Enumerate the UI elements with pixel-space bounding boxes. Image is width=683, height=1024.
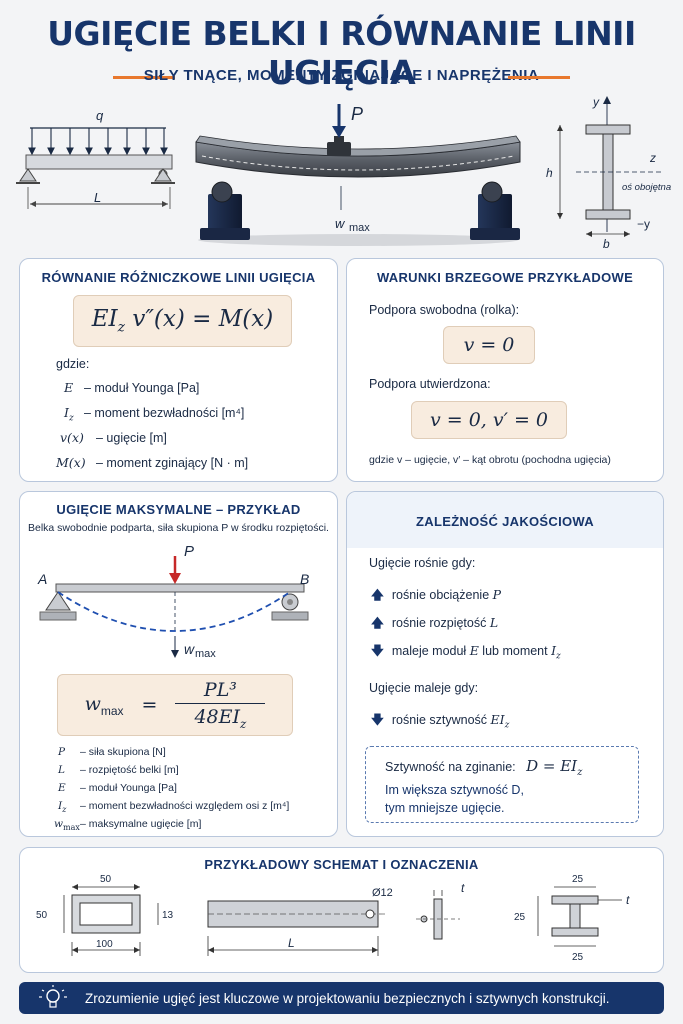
support-B: B <box>300 571 309 587</box>
stiffness-box <box>365 746 639 823</box>
arrow-up-icon: 🡅 <box>371 588 384 602</box>
h-label: h <box>546 166 553 180</box>
panel-max-deflection: UGIĘCIE MAKSYMALNE – PRZYKŁAD Belka swob… <box>19 491 338 837</box>
grows-label: Ugięcie rośnie gdy: <box>369 556 476 570</box>
rect-height: 50 <box>36 910 48 921</box>
grows-item-1: 🡅rośnie obciążenie P <box>371 587 502 602</box>
shrinks-label: Ugięcie maleje gdy: <box>369 681 479 695</box>
rect-inner: 13 <box>162 910 174 921</box>
panel-schema-title: PRZYKŁADOWY SCHEMAT I OZNACZENIA <box>204 857 479 872</box>
P-force-label: P <box>351 104 363 124</box>
subtitle-line-left <box>113 76 175 79</box>
rect-bottom: 100 <box>96 939 113 950</box>
footer-banner: Zrozumienie ugięć jest kluczowe w projek… <box>19 982 664 1014</box>
simply-supported-beam-diagram: A B P w max <box>37 543 309 660</box>
max-def-E: E– moduł Younga [Pa] <box>58 782 177 794</box>
max-formula: wmax = PL³ 48EIz <box>57 674 293 736</box>
t2-label: t <box>626 893 630 907</box>
def-Mx: M(x)– moment zginający [N · m] <box>56 455 249 470</box>
wmax-sub: max <box>349 222 370 234</box>
footer-text: Zrozumienie ugięć jest kluczowe w projek… <box>85 990 610 1006</box>
max-P-label: P <box>184 543 194 560</box>
max-def-wmax: wmax– maksymalne ugięcie [m] <box>54 818 202 833</box>
beam-L-label: L <box>288 936 295 950</box>
fixed-label: Podpora utwierdzona: <box>369 377 491 391</box>
z-axis-label: z <box>649 151 656 165</box>
panel-bc-title: WARUNKI BRZEGOWE PRZYKŁADOWE <box>376 270 634 285</box>
page-title: UGIĘCIE BELKI I RÓWNANIE LINII UGIĘCIA <box>47 14 636 92</box>
support-A: A <box>37 571 47 587</box>
distributed-load-diagram: q L <box>16 108 175 209</box>
def-Iz: Iz– moment bezwładności [m⁴] <box>64 405 245 424</box>
ib-bottom: 25 <box>572 952 584 963</box>
stiff-note-1: Im większa sztywność D, <box>385 783 524 797</box>
stiff-label: Sztywność na zginanie: D = EIz <box>385 757 583 778</box>
bc-note: gdzie v – ugięcie, v′ – kąt obrotu (poch… <box>369 454 611 466</box>
max-def-Iz: Iz– moment bezwładności względem osi z [… <box>58 800 290 815</box>
diff-formula: EIz v″(x) = M(x) <box>73 295 292 347</box>
subtitle-line-right <box>508 76 570 79</box>
neutral-axis-label: oś obojętna <box>622 182 671 193</box>
q-label: q <box>96 108 104 123</box>
arrow-up-icon: 🡅 <box>371 616 384 630</box>
y-axis-label: y <box>592 95 600 109</box>
roller-label: Podpora swobodna (rolka): <box>369 303 520 317</box>
def-E: E– moduł Younga [Pa] <box>64 380 200 395</box>
grows-item-3: 🡇maleje moduł E lub moment Iz <box>371 643 561 662</box>
panel-qual-title: ZALEŻNOŚĆ JAKOŚCIOWA <box>416 514 594 529</box>
rect-width: 50 <box>100 874 112 885</box>
panel-max-title: UGIĘCIE MAKSYMALNE – PRZYKŁAD <box>56 502 301 517</box>
grows-item-2: 🡅rośnie rozpiętość L <box>371 615 499 630</box>
arrow-down-icon: 🡇 <box>371 713 384 727</box>
neg-y-label: −y <box>637 217 650 231</box>
beam-illustration: P w max <box>195 104 521 246</box>
panel-schema: PRZYKŁADOWY SCHEMAT I OZNACZENIA 50 50 1… <box>19 847 664 973</box>
arrow-down-icon: 🡇 <box>371 644 384 658</box>
stiff-note-2: tym mniejsze ugięcie. <box>385 801 505 815</box>
fixed-formula: v = 0, v′ = 0 <box>411 401 567 439</box>
page-subtitle: SIŁY TNĄCE, MOMENTY ZGINAJĄCE I NAPRĘŻEN… <box>143 67 540 84</box>
lightbulb-icon <box>39 985 67 1008</box>
b-label: b <box>603 237 610 251</box>
panel-differential-equation: RÓWNANIE RÓŻNICZKOWE LINII UGIĘCIA EIz v… <box>19 258 338 482</box>
def-vx: v(x)– ugięcie [m] <box>60 430 167 445</box>
shrinks-item-1: 🡇rośnie sztywność EIz <box>371 712 510 731</box>
panel-boundary-conditions: WARUNKI BRZEGOWE PRZYKŁADOWE Podpora swo… <box>346 258 664 482</box>
max-def-P: P– siła skupiona [N] <box>58 746 166 758</box>
t1-label: t <box>461 881 465 895</box>
where-label: gdzie: <box>56 357 90 371</box>
wmax-label: w <box>335 216 346 231</box>
schema-diagrams: 50 50 13 100 Ø12 L t 25 t <box>36 874 630 963</box>
max-intro: Belka swobodnie podparta, siła skupiona … <box>28 522 329 534</box>
ib-top: 25 <box>572 874 584 885</box>
panel-qualitative: ZALEŻNOŚĆ JAKOŚCIOWA Ugięcie rośnie gdy:… <box>346 491 664 837</box>
max-wmax-sub: max <box>195 648 216 660</box>
roller-formula: v = 0 <box>443 326 535 364</box>
i-section-diagram: y z oś obojętna h b −y <box>546 95 671 251</box>
panel-diff-title: RÓWNANIE RÓŻNICZKOWE LINII UGIĘCIA <box>41 270 316 285</box>
L-label: L <box>94 190 101 205</box>
ib-left: 25 <box>514 912 526 923</box>
hole-label: Ø12 <box>372 887 393 899</box>
max-def-L: L– rozpiętość belki [m] <box>58 764 179 776</box>
max-wmax-label: w <box>184 641 195 657</box>
